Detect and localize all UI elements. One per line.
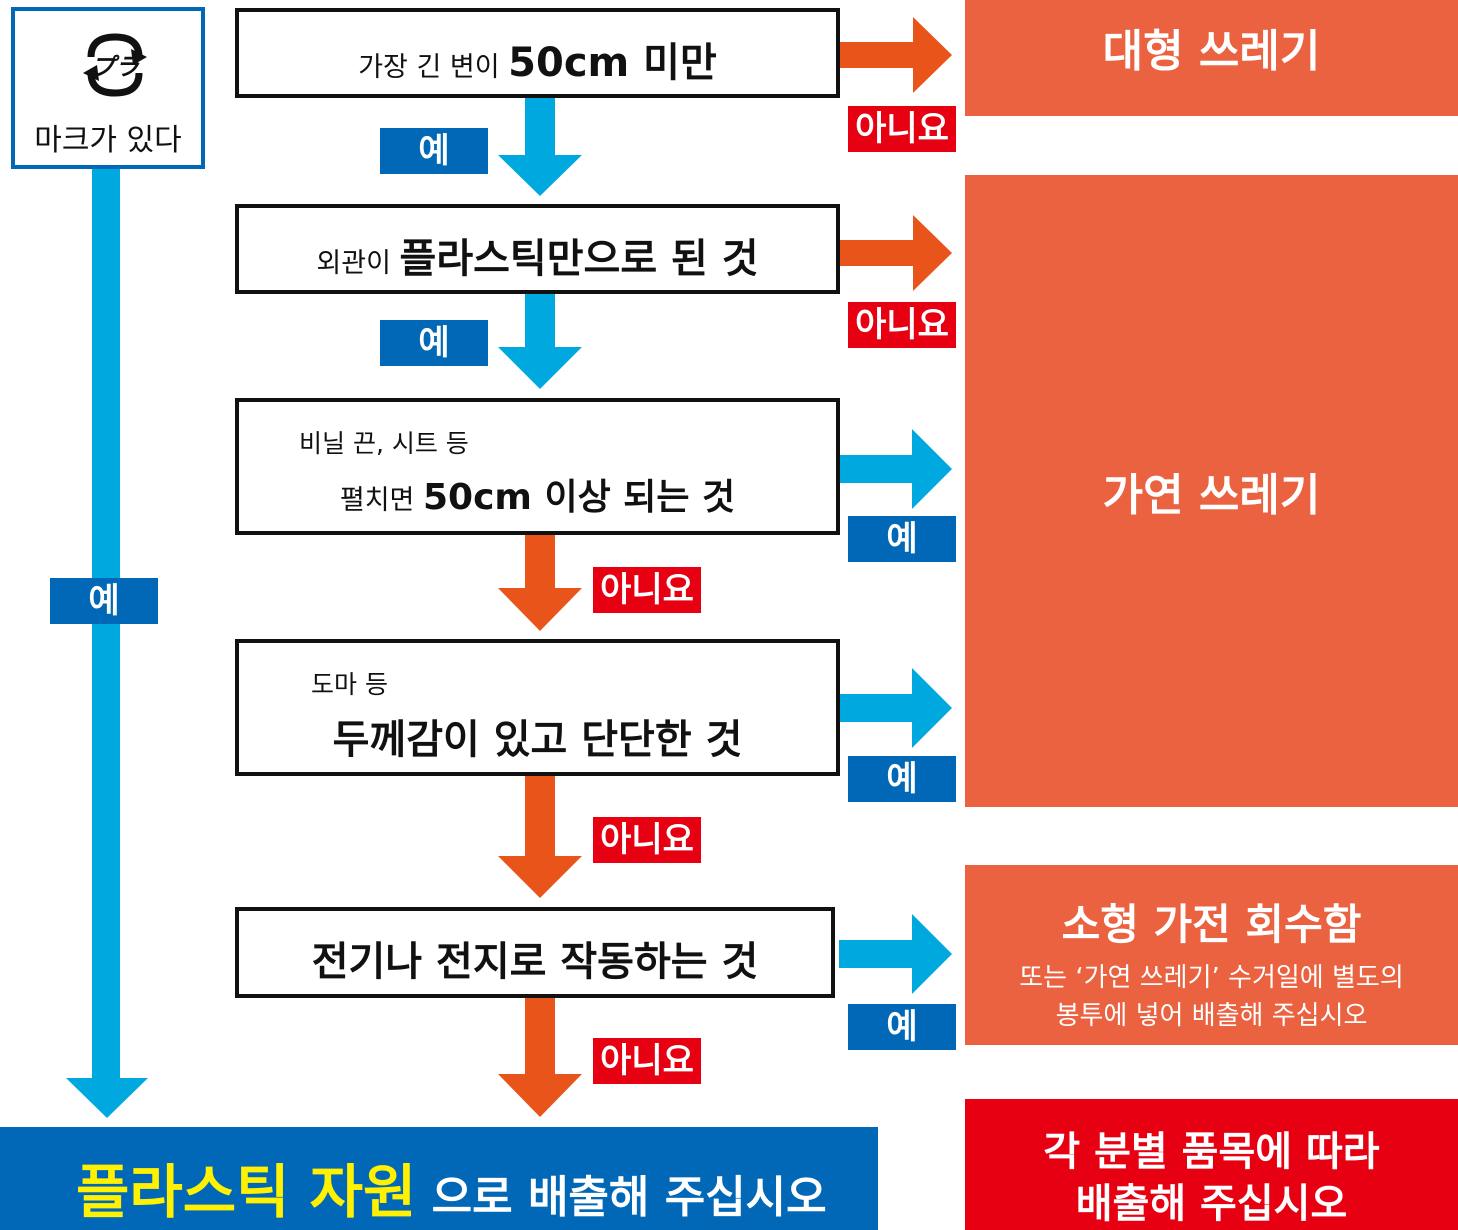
- recycle-mark-box: プラ 마크가 있다: [11, 7, 205, 169]
- question-plastic-only: 외관이 플라스틱만으로 된 것: [235, 204, 840, 294]
- q2-prefix: 외관이: [316, 248, 400, 279]
- q4-bold: 두께감이 있고 단단한 것: [332, 717, 743, 763]
- q4-no-tag: 아니요: [593, 817, 701, 863]
- result-small-appliance-note-1: 또는 ‘가연 쓰레기’ 수거일에 별도의: [1019, 963, 1404, 993]
- q2-yes-down-arrow: [498, 293, 582, 389]
- final-plastic-resource-banner: 플라스틱 자원 으로 배출해 주십시오: [0, 1127, 878, 1230]
- q3-yes-right-arrow: [839, 429, 952, 509]
- q5-yes-tag: 예: [848, 1004, 956, 1050]
- mark-yes-tag: 예: [50, 578, 158, 624]
- result-small-appliance-title: 소형 가전 회수함: [1061, 900, 1362, 949]
- result-small-appliance: 소형 가전 회수함 또는 ‘가연 쓰레기’ 수거일에 별도의 봉투에 넣어 배출…: [965, 865, 1458, 1045]
- mark-yes-arrow: [66, 169, 148, 1118]
- q2-no-tag: 아니요: [848, 302, 956, 348]
- final-rest-text: 으로 배출해 주십시오: [416, 1172, 827, 1223]
- result-other-category: 각 분별 품목에 따라 배출해 주십시오: [965, 1099, 1458, 1230]
- q2-yes-tag: 예: [380, 320, 488, 366]
- q3-no-down-arrow: [498, 534, 582, 631]
- question-unfolded-over-50cm: 비닐 끈, 시트 등 펼치면 50cm 이상 되는 것: [235, 398, 840, 535]
- result-other-line-2: 배출해 주십시오: [1075, 1181, 1348, 1227]
- q5-no-tag: 아니요: [593, 1038, 701, 1084]
- result-large-waste: 대형 쓰레기: [965, 0, 1458, 116]
- q1-no-tag: 아니요: [848, 106, 956, 152]
- q1-prefix: 가장 긴 변이: [358, 52, 509, 83]
- q2-no-right-arrow: [839, 215, 952, 291]
- q5-bold: 전기나 전지로 작동하는 것: [311, 939, 759, 985]
- q4-yes-tag: 예: [848, 756, 956, 802]
- result-large-waste-label: 대형 쓰레기: [1102, 26, 1321, 77]
- svg-text:プラ: プラ: [91, 53, 140, 81]
- q4-no-down-arrow: [498, 776, 582, 898]
- question-electric-powered: 전기나 전지로 작동하는 것: [235, 907, 835, 998]
- q3-prefix: 펼치면: [339, 485, 423, 516]
- q3-yes-tag: 예: [848, 516, 956, 562]
- q1-bold: 50cm 미만: [508, 40, 717, 86]
- q1-no-right-arrow: [839, 17, 952, 93]
- question-thick-and-hard: 도마 등 두께감이 있고 단단한 것: [235, 639, 840, 776]
- q2-bold: 플라스틱만으로 된 것: [399, 236, 759, 282]
- q1-yes-down-arrow: [498, 97, 582, 196]
- q5-no-down-arrow: [498, 997, 582, 1117]
- q4-yes-right-arrow: [839, 668, 952, 748]
- q1-yes-tag: 예: [380, 128, 488, 174]
- result-burnable-waste: 가연 쓰레기: [965, 175, 1458, 807]
- q3-sub: 비닐 끈, 시트 등: [299, 429, 469, 458]
- q4-sub: 도마 등: [311, 670, 388, 699]
- result-burnable-waste-label: 가연 쓰레기: [1102, 470, 1321, 521]
- q3-no-tag: 아니요: [593, 567, 701, 613]
- question-size-under-50cm: 가장 긴 변이 50cm 미만: [235, 8, 840, 98]
- q5-yes-right-arrow: [839, 914, 952, 994]
- mark-label: 마크가 있다: [34, 123, 182, 158]
- result-small-appliance-note-2: 봉투에 넣어 배출해 주십시오: [1055, 1001, 1368, 1031]
- result-other-line-1: 각 분별 품목에 따라: [1043, 1129, 1380, 1175]
- q3-bold: 50cm 이상 되는 것: [422, 477, 736, 518]
- plastic-recycle-mark-icon: プラ: [83, 33, 147, 97]
- final-main-text: 플라스틱 자원: [76, 1158, 417, 1226]
